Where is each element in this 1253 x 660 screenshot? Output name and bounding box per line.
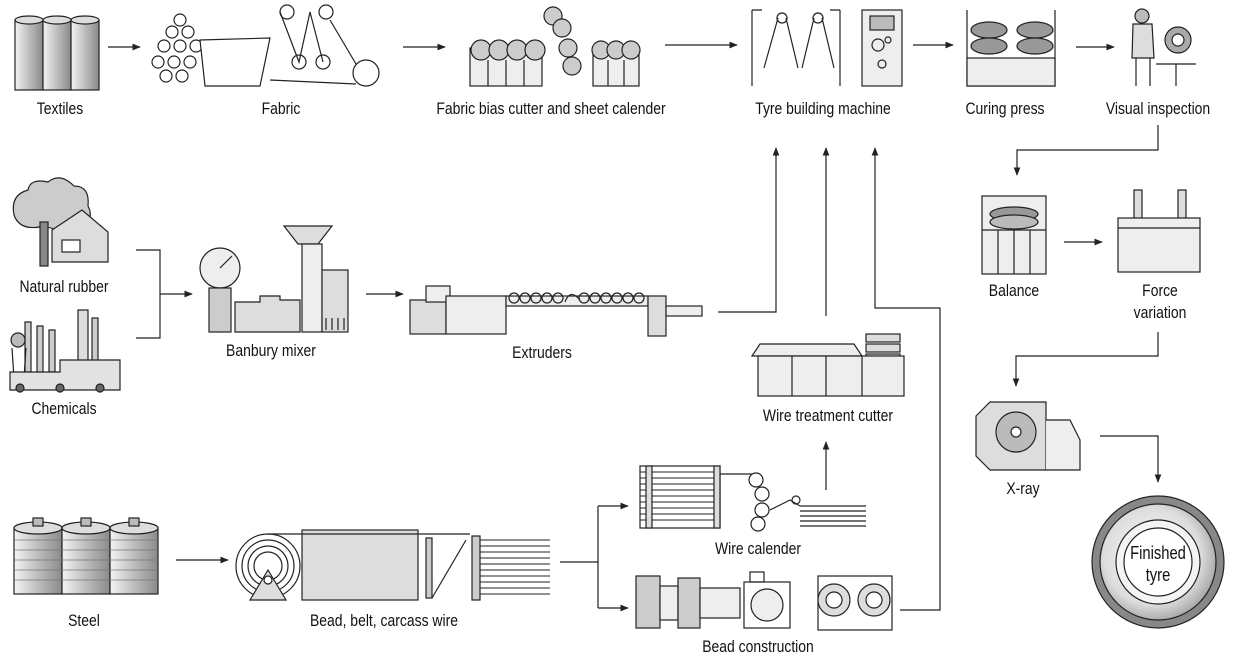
bead-belt-wire-icon <box>235 529 550 601</box>
label-wire-calender: Wire calender <box>715 539 801 558</box>
bias-cutter-icon <box>469 6 641 87</box>
label-balance: Balance <box>988 281 1040 300</box>
natural-rubber-icon <box>12 177 109 267</box>
label-banbury-mixer: Banbury mixer <box>226 341 316 360</box>
label-xray: X-ray <box>1006 479 1040 498</box>
force-variation-icon <box>1117 189 1201 273</box>
xray-icon <box>975 401 1081 471</box>
label-textiles: Textiles <box>36 99 84 118</box>
label-wire-treatment-cutter: Wire treatment cutter <box>762 406 894 425</box>
curing-press-icon <box>966 10 1056 87</box>
finished-tyre-icon <box>1091 495 1225 629</box>
bead-construction-icon <box>635 571 893 631</box>
wire-calender-icon <box>639 465 866 532</box>
fabric-machine-icon <box>151 4 380 87</box>
chemicals-icon <box>9 309 121 393</box>
label-fabric: Fabric <box>261 99 301 118</box>
label-bead-belt-carcass-wire: Bead, belt, carcass wire <box>310 611 458 630</box>
steel-coils-icon <box>13 517 159 595</box>
label-bias-cutter: Fabric bias cutter and sheet calender <box>436 99 666 118</box>
label-chemicals: Chemicals <box>31 399 97 418</box>
label-force-variation-line1: Force <box>1142 281 1178 300</box>
label-curing-press: Curing press <box>965 99 1045 118</box>
extruders-icon <box>409 285 703 337</box>
label-extruders: Extruders <box>512 343 572 362</box>
label-finished-tyre-line1: Finished <box>1130 543 1186 563</box>
label-visual-inspection: Visual inspection <box>1105 99 1211 118</box>
label-force-variation-line2: variation <box>1133 303 1187 322</box>
tyre-building-machine-icon <box>751 9 903 87</box>
balance-icon <box>981 195 1047 275</box>
banbury-mixer-icon <box>199 225 349 333</box>
label-bead-construction: Bead construction <box>702 637 814 656</box>
label-steel: Steel <box>68 611 100 630</box>
label-tyre-building-machine: Tyre building machine <box>755 99 891 118</box>
label-natural-rubber: Natural rubber <box>19 277 109 296</box>
label-finished-tyre-line2: tyre <box>1145 565 1171 585</box>
wire-treatment-cutter-icon <box>750 333 905 397</box>
textiles-icon <box>14 15 100 91</box>
visual-inspection-icon <box>1131 8 1196 86</box>
